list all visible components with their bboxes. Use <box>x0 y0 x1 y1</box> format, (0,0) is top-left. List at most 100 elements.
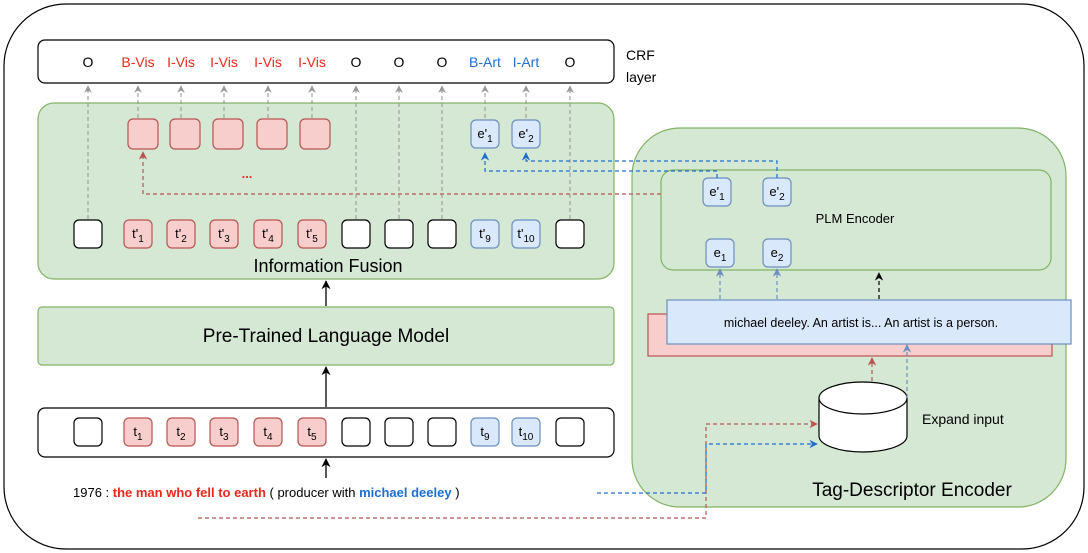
encoder-input-embedding-label: e2 <box>771 245 784 264</box>
crf-tag: O <box>83 54 94 70</box>
fusion-token-base: t' <box>517 226 523 241</box>
fusion-token <box>384 219 414 249</box>
fusion-token-base: t' <box>306 226 312 241</box>
fusion-token <box>511 219 541 249</box>
fusion-entity-slot-red <box>127 118 159 150</box>
arrow-e2-to-fusion <box>521 152 778 178</box>
input-token <box>123 417 153 447</box>
fusion-token <box>341 219 371 249</box>
encoder-input-embedding <box>762 238 792 268</box>
sentence-suffix: ) <box>452 485 460 500</box>
arrow-red-span-to-kb <box>198 419 818 519</box>
input-token-base: t <box>133 424 137 439</box>
fusion-token <box>297 219 327 249</box>
input-token <box>470 417 500 447</box>
crf-tag: O <box>565 54 576 70</box>
encoder-output-embedding-sub: 2 <box>779 192 785 203</box>
arrow-encoder-to-red-slots <box>138 151 661 195</box>
information-fusion-title: Information Fusion <box>253 256 402 276</box>
fusion-token-label: t'2 <box>175 226 187 245</box>
input-token <box>341 417 371 447</box>
tag-encoder-title: Tag-Descriptor Encoder <box>812 480 1012 501</box>
crf-tag: O <box>394 54 405 70</box>
input-token-label: t3 <box>219 424 229 443</box>
fusion-entity-slot-blue <box>511 119 541 149</box>
fusion-token-label: t'10 <box>517 226 535 245</box>
fusion-token-sub: 5 <box>312 234 318 245</box>
fusion-token-sub: 2 <box>181 234 187 245</box>
input-sentence: 1976 : the man who fell to earth ( produ… <box>73 485 460 500</box>
fusion-token-sub: 10 <box>523 234 535 245</box>
fusion-entity-slot-red <box>169 118 201 150</box>
input-token-label: t5 <box>307 424 317 443</box>
fusion-token-base: t' <box>132 226 138 241</box>
fusion-token <box>166 219 196 249</box>
input-token <box>297 417 327 447</box>
arrow-blue-span-to-kb <box>597 439 818 494</box>
fusion-entity-slot-red <box>212 118 244 150</box>
fusion-token <box>209 219 239 249</box>
input-token-base: t <box>480 424 484 439</box>
crf-tag: O <box>351 54 362 70</box>
input-token <box>253 417 283 447</box>
fusion-entity-slot-blue-sub: 1 <box>487 134 493 145</box>
input-token <box>511 417 541 447</box>
grey-fusion-to-crf-arrows <box>84 85 574 219</box>
input-token-base: t <box>176 424 180 439</box>
fusion-token-base: t' <box>479 226 485 241</box>
expand-input-label: Expand input <box>922 411 1004 427</box>
input-token-base: t <box>519 424 523 439</box>
fusion-token <box>123 219 153 249</box>
encoder-output-embedding-label: e'1 <box>709 184 725 203</box>
input-token-label: t2 <box>176 424 186 443</box>
crf-tag: I-Vis <box>167 54 195 70</box>
fusion-token-label: t'3 <box>218 226 230 245</box>
fusion-token-sub: 9 <box>485 234 491 245</box>
fusion-token-sub: 3 <box>224 234 230 245</box>
plm-box <box>37 306 615 366</box>
crf-tag: B-Vis <box>121 54 154 70</box>
fusion-token-base: t' <box>175 226 181 241</box>
fusion-token <box>427 219 457 249</box>
fusion-token-label: t'5 <box>306 226 318 245</box>
input-token-base: t <box>219 424 223 439</box>
input-token <box>427 417 457 447</box>
input-token-sub: 3 <box>223 432 229 443</box>
fusion-token-sub: 1 <box>138 234 144 245</box>
encoder-output-embedding-label: e'2 <box>769 184 785 203</box>
fusion-entity-slot-blue-label: e'2 <box>518 126 534 145</box>
crf-tag: I-Vis <box>298 54 326 70</box>
descriptor-text-card <box>666 299 1072 345</box>
arrow-e1-to-fusion <box>480 152 718 178</box>
encoder-input-embedding-base: e <box>714 245 721 260</box>
input-token <box>555 417 585 447</box>
input-token-base: t <box>307 424 311 439</box>
fusion-token-label: t'9 <box>479 226 491 245</box>
encoder-input-embedding-sub: 2 <box>778 253 784 264</box>
fusion-token-sub: 4 <box>268 234 274 245</box>
input-token <box>73 417 103 447</box>
input-token-sub: 9 <box>484 432 490 443</box>
encoder-output-embedding-sub: 1 <box>719 192 725 203</box>
encoder-output-embedding-base: e' <box>709 184 719 199</box>
plm-title: Pre-Trained Language Model <box>203 326 449 347</box>
input-token-label: t1 <box>133 424 143 443</box>
fusion-entity-slots: e'1 e'2 <box>127 118 541 150</box>
sentence-middle: ( producer with <box>266 485 359 500</box>
crf-layer-box <box>37 39 615 84</box>
fusion-token-base: t' <box>262 226 268 241</box>
input-token <box>209 417 239 447</box>
fusion-entity-slot-blue-base: e' <box>477 126 487 141</box>
encoder-input-embedding-base: e <box>771 245 778 260</box>
input-token-sub: 1 <box>137 432 143 443</box>
descriptor-text: michael deeley. An artist is... An artis… <box>724 316 998 330</box>
fusion-token-label: t'4 <box>262 226 274 245</box>
sentence-span-blue: michael deeley <box>359 485 452 500</box>
crf-tag: B-Art <box>469 54 501 70</box>
crf-tag: I-Vis <box>254 54 282 70</box>
knowledge-base-icon <box>818 381 908 453</box>
